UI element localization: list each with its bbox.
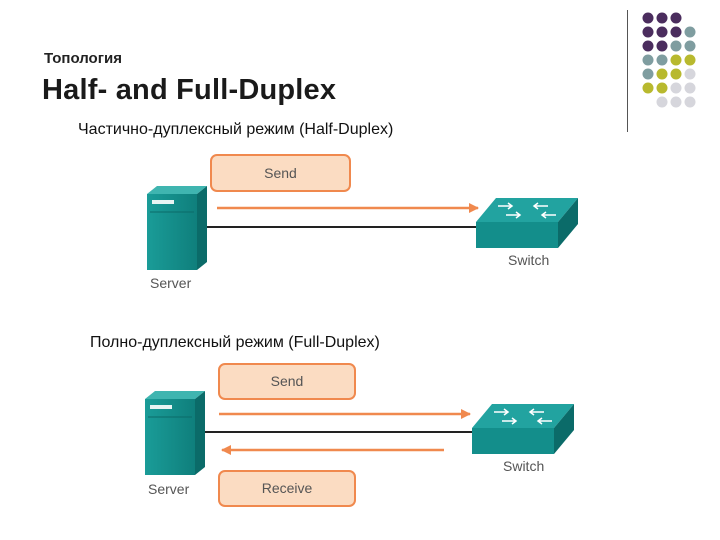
dot xyxy=(670,68,682,80)
decorative-dot-grid xyxy=(642,12,696,108)
dot xyxy=(656,26,668,38)
half-duplex-group: Send Server Switch xyxy=(147,154,578,291)
send-label: Send xyxy=(264,165,297,181)
dot xyxy=(684,82,696,94)
dot xyxy=(656,54,668,66)
switch-icon xyxy=(472,404,574,454)
slide-subtitle: Топология xyxy=(44,50,122,67)
dot xyxy=(670,40,682,52)
dot xyxy=(684,26,696,38)
dot xyxy=(642,40,654,52)
full-duplex-group: Send Server Switch Receive xyxy=(145,363,574,507)
dot xyxy=(656,68,668,80)
dot xyxy=(670,12,682,24)
dot xyxy=(656,40,668,52)
dot xyxy=(642,12,654,24)
dot xyxy=(670,26,682,38)
send-box xyxy=(210,154,351,192)
dot xyxy=(642,82,654,94)
send-label: Send xyxy=(271,373,304,389)
send-box xyxy=(218,363,356,400)
server-icon xyxy=(147,186,207,270)
slide-title: Half- and Full-Duplex xyxy=(42,74,337,106)
dot xyxy=(684,40,696,52)
dot xyxy=(670,82,682,94)
dot xyxy=(642,54,654,66)
dot xyxy=(642,68,654,80)
server-icon xyxy=(145,391,205,475)
full-duplex-caption: Полно-дуплексный режим (Full-Duplex) xyxy=(90,334,380,351)
receive-label: Receive xyxy=(262,480,313,496)
dot xyxy=(656,96,668,108)
divider-line xyxy=(627,10,628,132)
switch-label: Switch xyxy=(508,252,549,268)
server-label: Server xyxy=(150,275,192,291)
dot xyxy=(656,82,668,94)
dot xyxy=(684,96,696,108)
dot xyxy=(684,54,696,66)
dot xyxy=(656,12,668,24)
dot xyxy=(642,26,654,38)
dot xyxy=(684,68,696,80)
switch-icon xyxy=(476,198,578,248)
receive-box xyxy=(218,470,356,507)
half-duplex-caption: Частично-дуплексный режим (Half-Duplex) xyxy=(78,121,394,138)
dot xyxy=(670,96,682,108)
switch-label: Switch xyxy=(503,458,544,474)
dot xyxy=(670,54,682,66)
server-label: Server xyxy=(148,481,190,497)
